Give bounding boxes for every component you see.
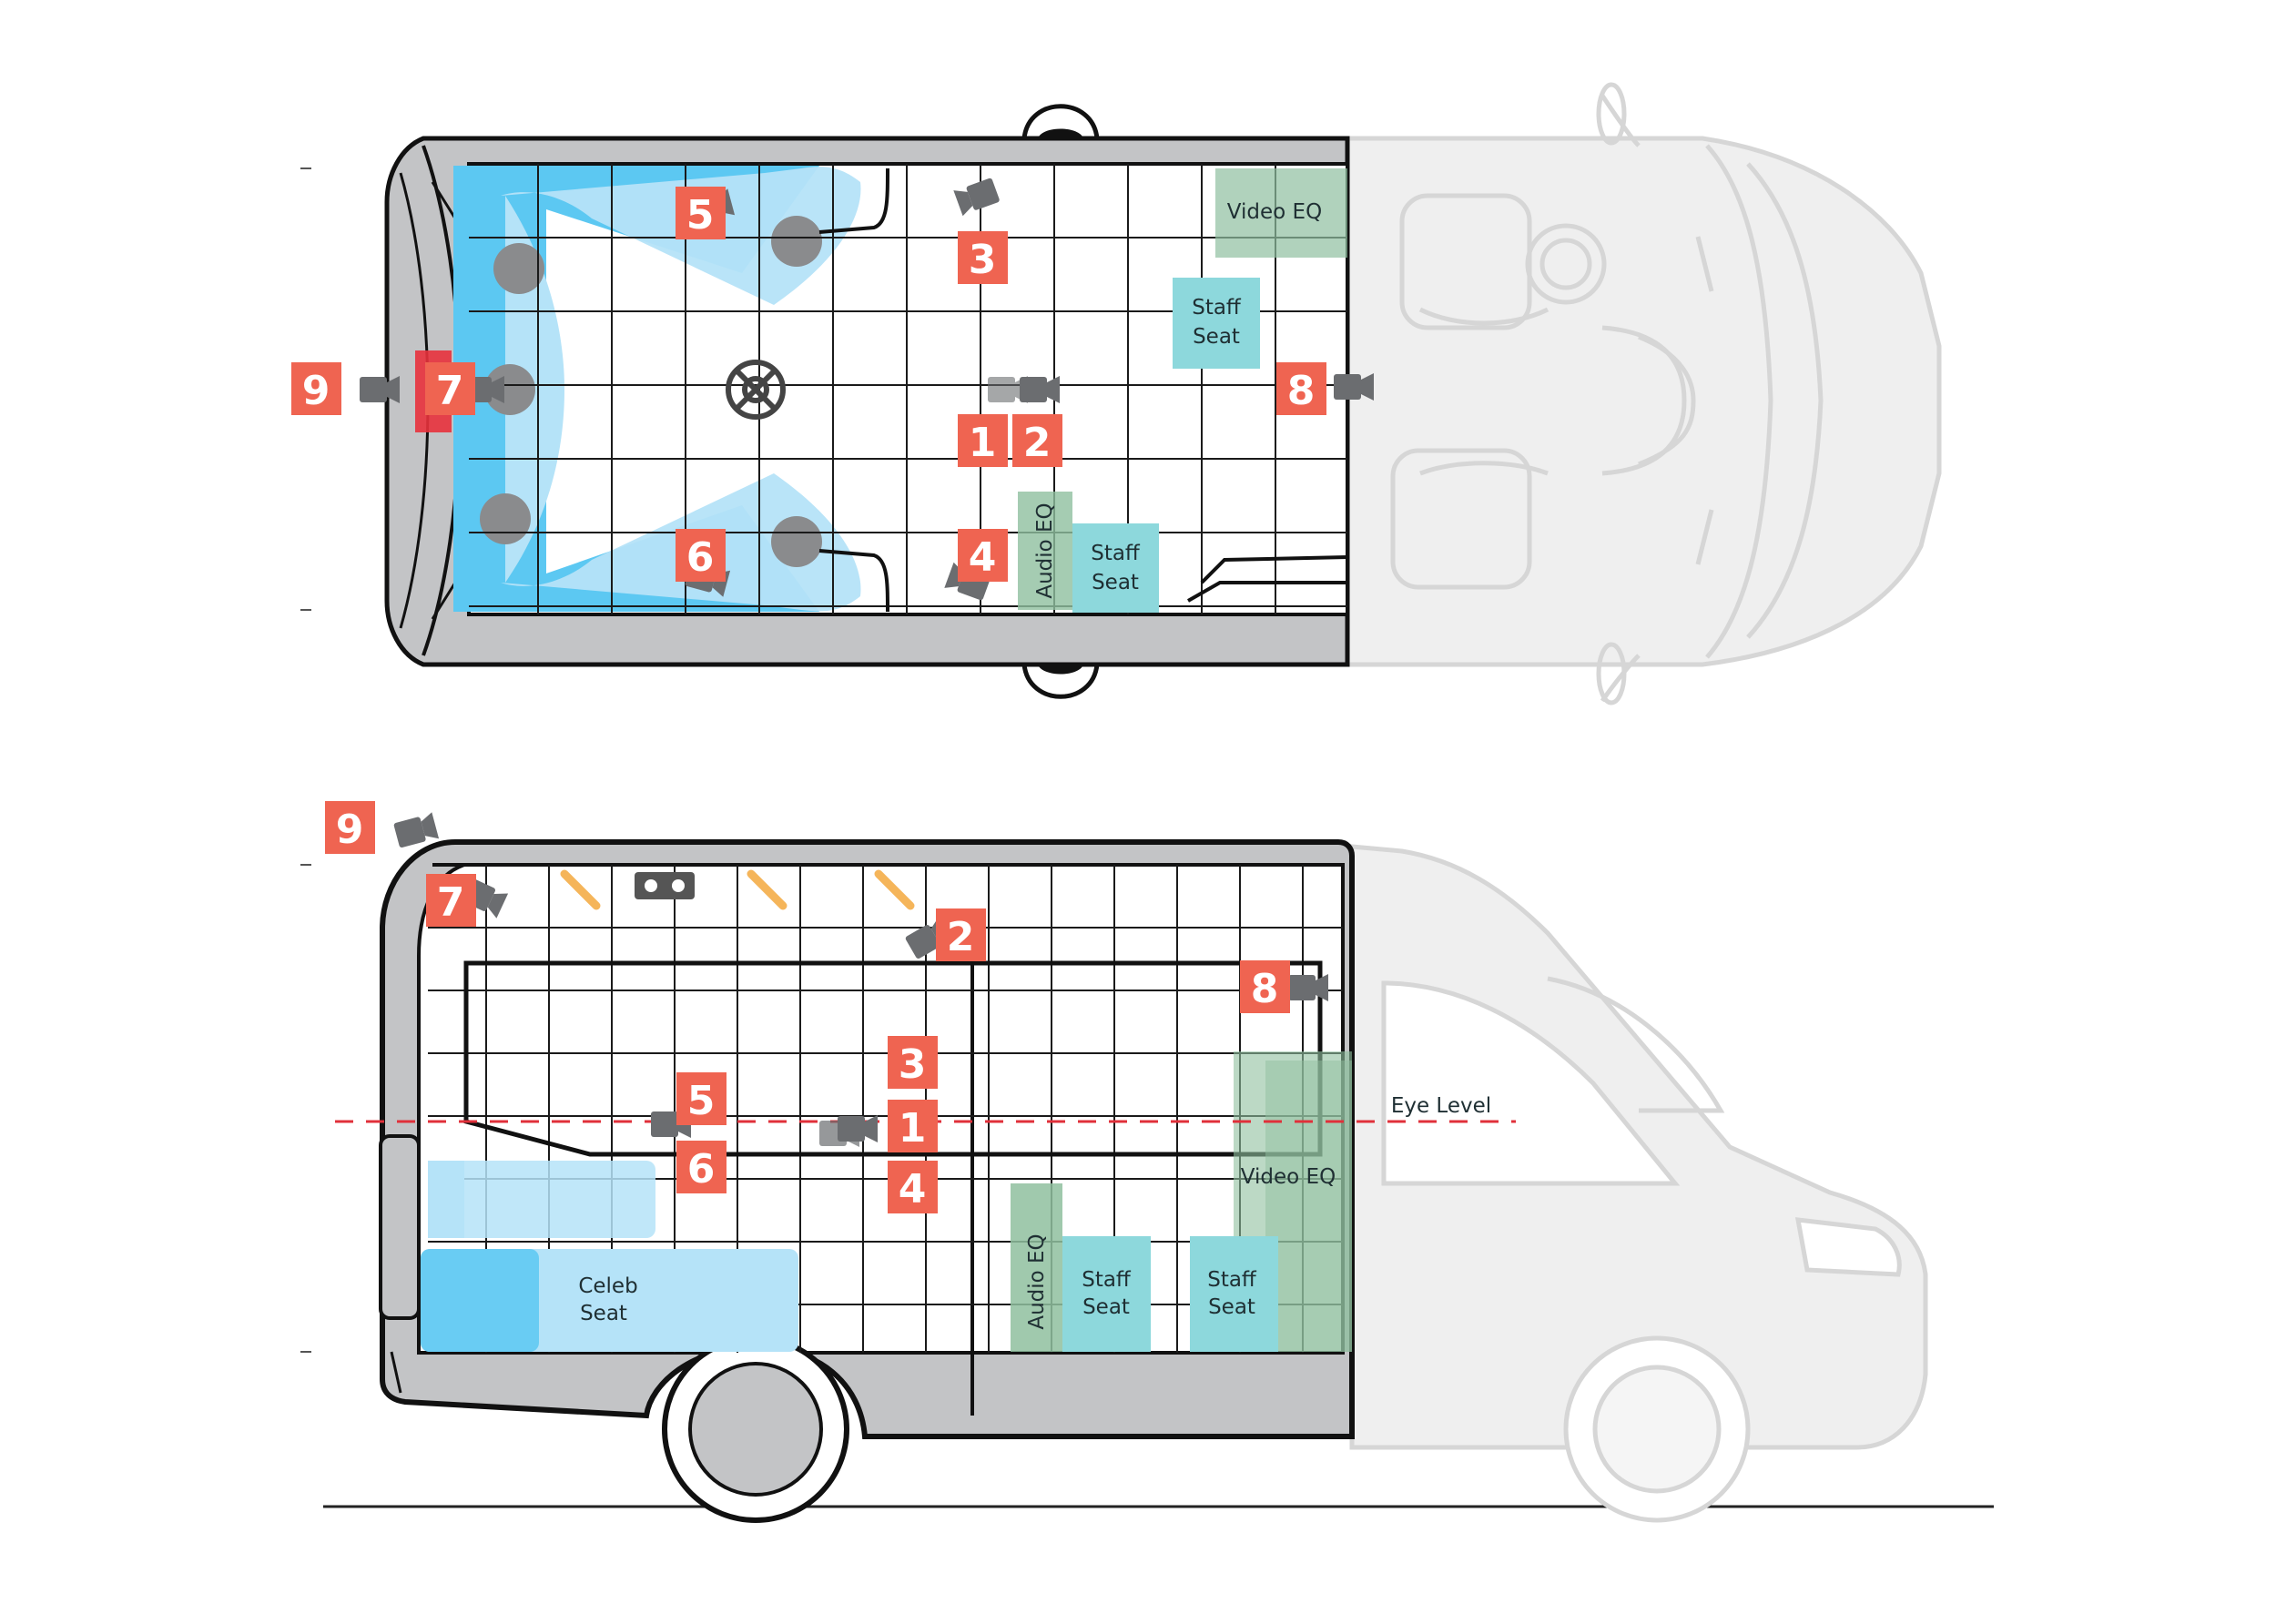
staff-seat-label: Seat	[1092, 571, 1139, 594]
celeb-seat-side: Celeb Seat	[421, 1161, 798, 1352]
camera-badge-3: 3	[888, 1036, 938, 1089]
audio-eq-top: Audio EQ	[1018, 492, 1072, 610]
audio-eq-label: Audio EQ	[1025, 1233, 1049, 1329]
svg-text:7: 7	[437, 879, 465, 926]
camera-badge-4: 4	[958, 529, 1008, 582]
camera-badge-2: 2	[936, 908, 986, 961]
center-fixture-icon	[726, 360, 786, 420]
inner-wall-outline	[463, 960, 1323, 1157]
svg-text:1: 1	[969, 420, 997, 466]
camera-badge-7: 7	[426, 874, 476, 927]
staff-seat-top-upper: Staff Seat	[1173, 278, 1260, 369]
svg-text:6: 6	[686, 534, 715, 581]
staff-seat-label: Seat	[1082, 1295, 1130, 1319]
van-front-outline-side	[1349, 844, 1928, 1523]
camera-badge-7: 7	[425, 362, 475, 415]
camera-badge-5: 5	[676, 187, 726, 239]
svg-text:4: 4	[969, 534, 997, 581]
staff-seat-label: Seat	[1193, 325, 1240, 349]
ceiling-speaker-icon	[635, 872, 695, 899]
svg-text:3: 3	[899, 1041, 927, 1088]
svg-text:2: 2	[947, 914, 975, 960]
camera-badge-2: 2	[1012, 414, 1062, 467]
video-eq-side: Video EQ	[1234, 1051, 1352, 1352]
svg-text:5: 5	[687, 1078, 716, 1124]
camera-icon	[988, 376, 1028, 403]
staff-seat-label: Seat	[1208, 1295, 1255, 1319]
staff-seat-label: Staff	[1091, 542, 1141, 565]
van-cab-outline-top	[1345, 82, 1942, 705]
svg-text:9: 9	[336, 807, 364, 853]
camera-badges-side: 9 7 2 8 3 5 1 6 4	[325, 801, 1290, 1213]
svg-text:6: 6	[687, 1146, 716, 1193]
bench-outline-top	[818, 167, 1348, 613]
camera-badge-8: 8	[1240, 960, 1290, 1013]
celeb-seat-label: Seat	[580, 1302, 627, 1325]
camera-icon	[1334, 373, 1374, 401]
camera-icon	[360, 376, 400, 403]
camera-badge-8: 8	[1276, 362, 1326, 415]
video-eq-label: Video EQ	[1227, 200, 1322, 224]
ceiling-lights	[560, 869, 915, 910]
svg-text:9: 9	[302, 368, 330, 414]
svg-text:1: 1	[899, 1105, 927, 1152]
video-eq-label: Video EQ	[1241, 1165, 1336, 1189]
camera-badge-9: 9	[325, 801, 375, 854]
video-eq-top: Video EQ	[1215, 168, 1347, 258]
camera-icon	[819, 1120, 859, 1147]
camera-icon	[392, 812, 440, 849]
staff-seat-side-left: Staff Seat	[1062, 1236, 1151, 1352]
camera-badge-6: 6	[676, 529, 726, 582]
staff-seat-side-right: Staff Seat	[1190, 1236, 1278, 1352]
top-view-floorplan: Video EQ Staff Seat Audio EQ Staff Seat	[291, 82, 1942, 705]
camera-badge-6: 6	[676, 1141, 726, 1193]
audio-eq-side: Audio EQ	[1011, 1183, 1062, 1352]
svg-text:5: 5	[686, 192, 715, 239]
svg-text:4: 4	[899, 1166, 927, 1213]
celeb-seat-label: Celeb	[578, 1274, 637, 1298]
svg-text:3: 3	[969, 237, 997, 283]
camera-badge-1: 1	[888, 1100, 938, 1152]
side-view-elevation: Video EQ Audio EQ Staff Seat Staff Seat …	[300, 801, 1994, 1523]
camera-badge-3: 3	[958, 231, 1008, 284]
camera-badge-5: 5	[676, 1072, 726, 1125]
svg-text:2: 2	[1023, 420, 1052, 466]
svg-text:8: 8	[1287, 368, 1316, 414]
camera-badge-9: 9	[291, 362, 341, 415]
camera-badge-4: 4	[888, 1161, 938, 1213]
svg-text:7: 7	[436, 368, 464, 414]
camera-badges-top: 9 7 5 3 1 2 8 6 4	[291, 187, 1326, 582]
staff-seat-label: Staff	[1192, 296, 1242, 320]
staff-seat-label: Staff	[1082, 1268, 1132, 1292]
audio-eq-label: Audio EQ	[1033, 502, 1057, 598]
staff-seat-top-lower: Staff Seat	[1072, 523, 1159, 613]
camera-icon	[1288, 974, 1328, 1001]
svg-text:8: 8	[1251, 966, 1279, 1012]
camera-badge-1: 1	[958, 414, 1008, 467]
eye-level-label: Eye Level	[1391, 1094, 1491, 1118]
staff-seat-label: Staff	[1207, 1268, 1257, 1292]
